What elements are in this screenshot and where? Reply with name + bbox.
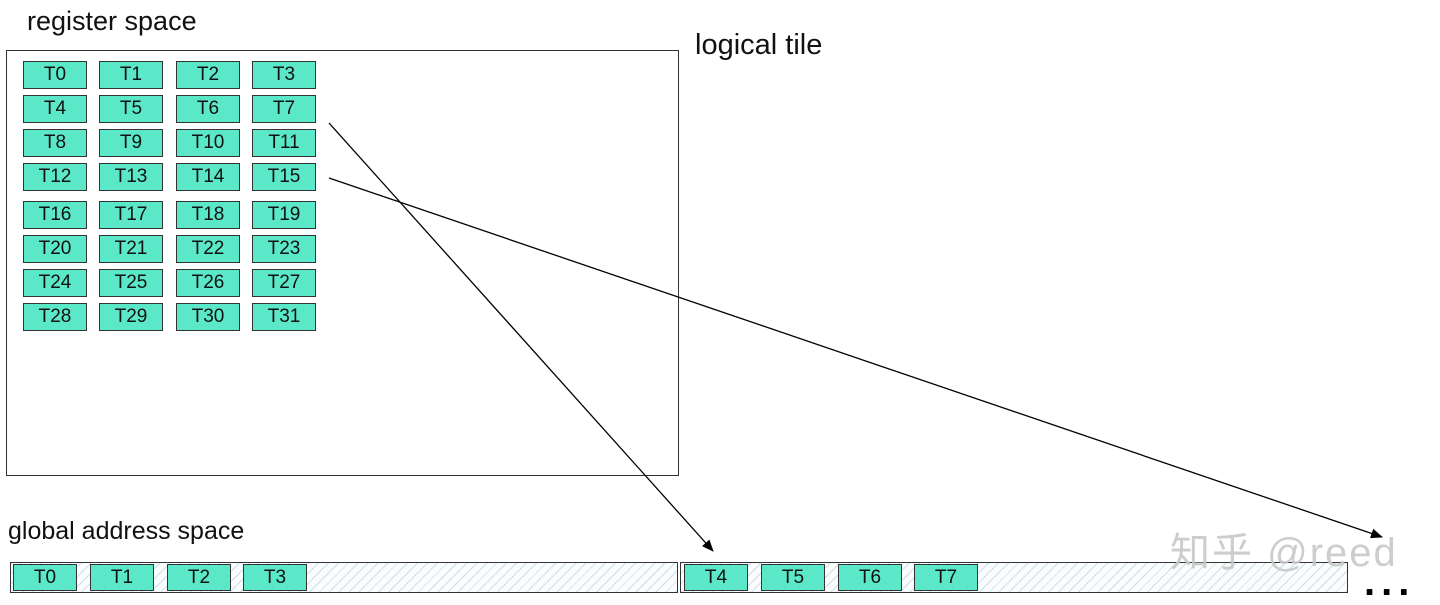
register-thread-t1: T1 [99,61,163,89]
global-thread-1-t6: T6 [838,564,902,591]
register-thread-t10: T10 [176,129,240,157]
global-thread-1-t5: T5 [761,564,825,591]
watermark: 知乎 @reed [1170,531,1398,575]
continuation-ellipsis: ... [1364,560,1416,604]
register-thread-t23: T23 [252,235,316,263]
global-thread-0-t2: T2 [167,564,231,591]
register-thread-t20: T20 [23,235,87,263]
register-thread-t16: T16 [23,201,87,229]
register-thread-t3: T3 [252,61,316,89]
register-thread-t11: T11 [252,129,316,157]
register-thread-t2: T2 [176,61,240,89]
register-thread-t0: T0 [23,61,87,89]
register-thread-t29: T29 [99,303,163,331]
logical-tile-box [6,50,679,476]
register-thread-t21: T21 [99,235,163,263]
register-space-label: register space [27,6,197,36]
register-thread-t25: T25 [99,269,163,297]
register-thread-t7: T7 [252,95,316,123]
global-address-space-label: global address space [8,517,245,545]
register-thread-t12: T12 [23,163,87,191]
arrow-t7-to-t4 [328,122,714,552]
arrow-t15-to-next-segment [328,177,1383,539]
register-thread-t4: T4 [23,95,87,123]
global-thread-1-t4: T4 [684,564,748,591]
register-thread-t22: T22 [176,235,240,263]
register-thread-t26: T26 [176,269,240,297]
register-thread-t18: T18 [176,201,240,229]
register-thread-t30: T30 [176,303,240,331]
register-thread-t28: T28 [23,303,87,331]
global-thread-1-t7: T7 [914,564,978,591]
register-thread-t5: T5 [99,95,163,123]
register-thread-t19: T19 [252,201,316,229]
register-thread-t8: T8 [23,129,87,157]
global-thread-0-t0: T0 [13,564,77,591]
global-thread-0-t1: T1 [90,564,154,591]
register-thread-t17: T17 [99,201,163,229]
register-thread-t14: T14 [176,163,240,191]
global-thread-0-t3: T3 [243,564,307,591]
register-thread-t9: T9 [99,129,163,157]
register-thread-t15: T15 [252,163,316,191]
register-thread-t6: T6 [176,95,240,123]
register-thread-t27: T27 [252,269,316,297]
register-thread-t13: T13 [99,163,163,191]
logical-tile-label: logical tile [695,29,823,61]
register-thread-t31: T31 [252,303,316,331]
register-thread-t24: T24 [23,269,87,297]
